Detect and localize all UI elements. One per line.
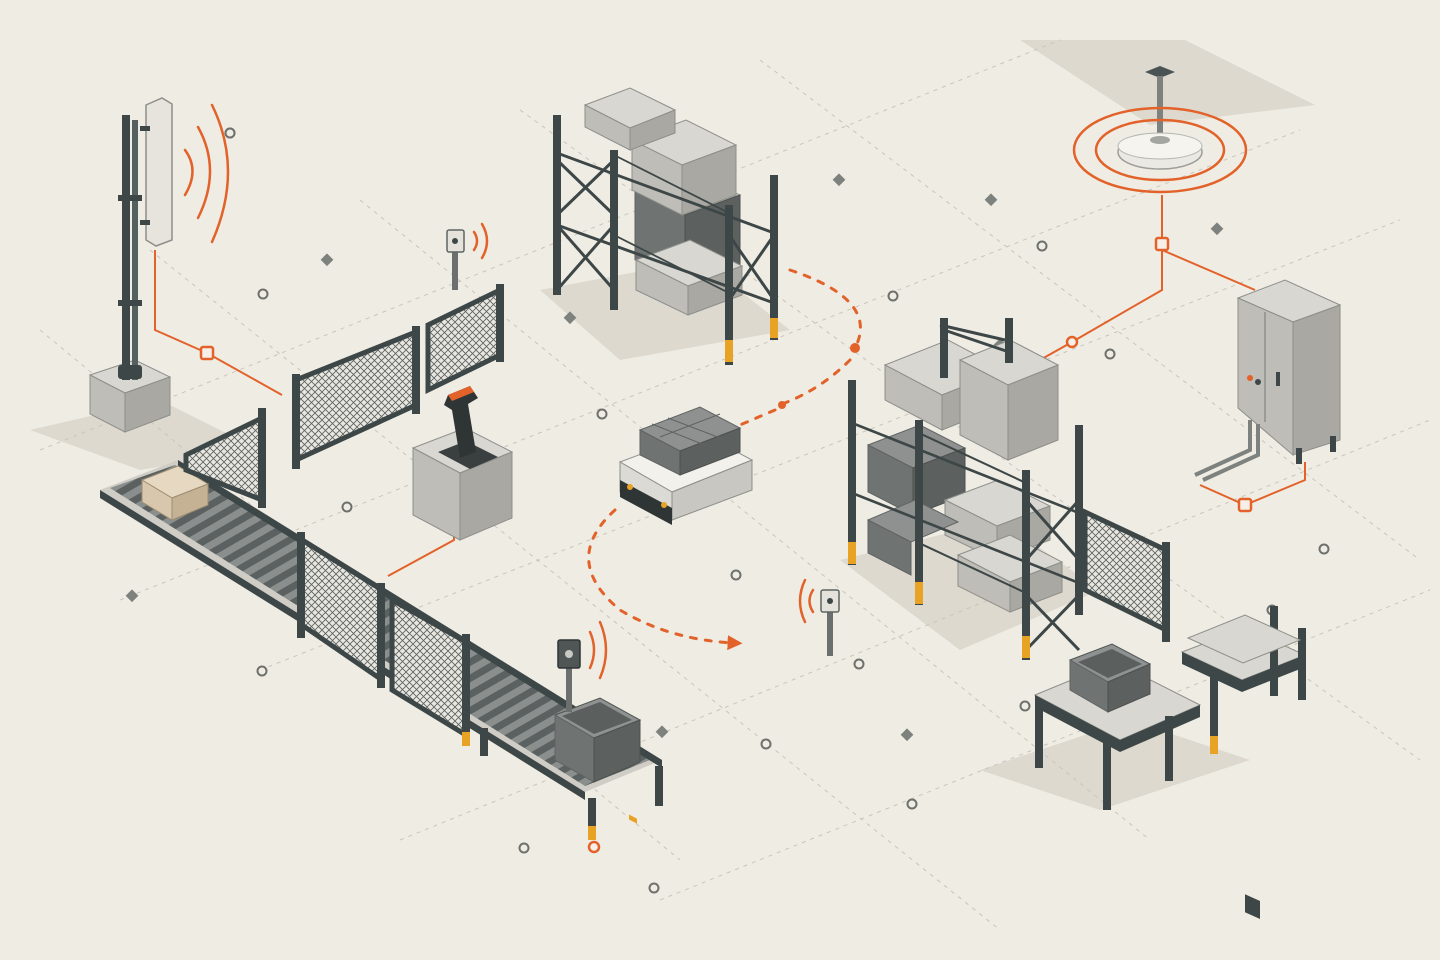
electrical-control-cabinet	[1194, 279, 1342, 919]
safety-fence	[183, 284, 1170, 746]
pallet-rack	[848, 318, 1083, 660]
wifi-signal-icon	[1072, 106, 1248, 194]
rfid-reader-post	[446, 222, 489, 290]
plastic-crate	[553, 697, 642, 783]
handheld-barcode-scanner-icon	[444, 386, 478, 458]
pallet-rack	[553, 87, 778, 365]
amr-route	[587, 268, 862, 651]
antenna-icon	[183, 103, 230, 244]
packing-table	[1180, 606, 1307, 754]
cardboard-box	[140, 465, 210, 521]
rfid-reader-post	[557, 620, 608, 712]
rfid-reader-post	[798, 578, 840, 656]
autonomous-mobile-robot	[618, 406, 754, 824]
scanner-station	[411, 386, 514, 541]
cell-tower	[88, 97, 230, 433]
ceiling-access-point	[1072, 66, 1248, 194]
packing-table	[1033, 643, 1202, 810]
